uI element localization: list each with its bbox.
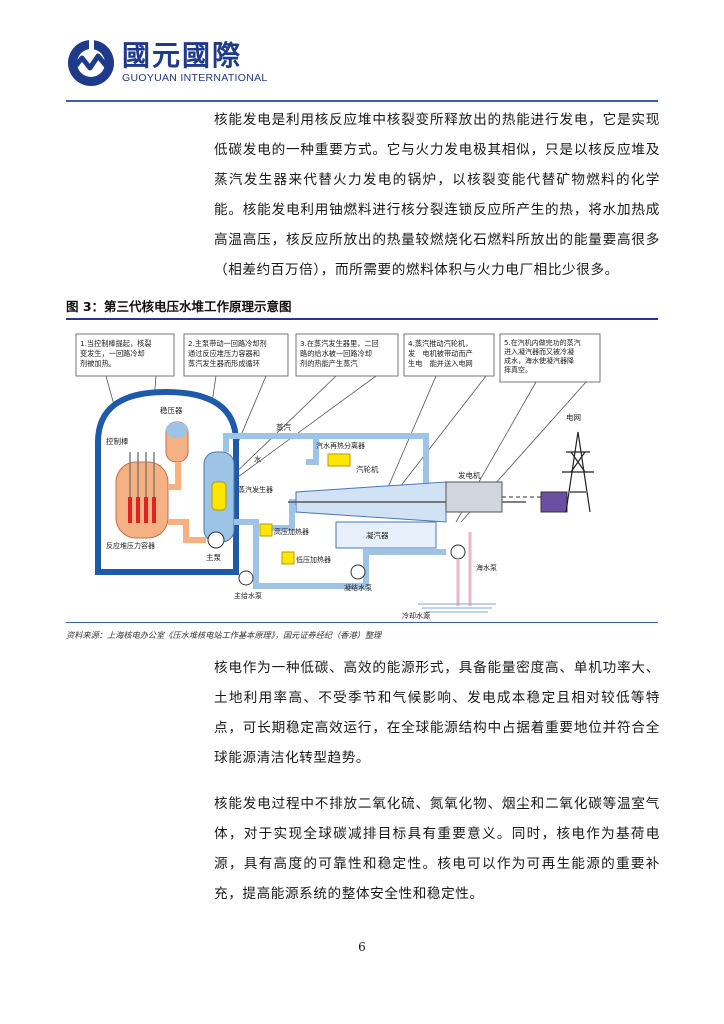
step-1-line-1: 1.当控制棒提起，核裂 xyxy=(80,339,152,348)
paragraph-advantages: 核电作为一种低碳、高效的能源形式，具备能量密度高、单机功率大、土地利用率高、不受… xyxy=(214,660,660,766)
page-header: 國元國際 GUOYUAN INTERNATIONAL xyxy=(0,0,724,104)
step-4-line-1: 4.蒸汽推动汽轮机， xyxy=(408,339,472,348)
feed-pump xyxy=(238,570,254,586)
step-5-line-1: 5.在汽机内做完功的蒸汽 xyxy=(504,338,581,347)
label-feed-pump: 主给水泵 xyxy=(234,591,262,600)
label-water: 水 xyxy=(254,454,262,464)
step-5-line-4: 摔真空。 xyxy=(504,365,532,374)
label-control-rod: 控制棒 xyxy=(106,436,129,446)
label-cond-pump: 凝结水泵 xyxy=(344,583,372,592)
label-generator: 发电机 xyxy=(458,470,481,480)
step-2-line-2: 通过反应堆压力容器和 xyxy=(188,349,260,358)
paragraph-emissions: 核能发电过程中不排放二氧化硫、氮氧化物、烟尘和二氧化碳等温室气体，对于实现全球碳… xyxy=(214,796,660,902)
label-vessel: 反应堆压力容器 xyxy=(106,541,155,550)
label-grid: 电网 xyxy=(566,412,581,422)
reactor-vessel xyxy=(115,461,169,539)
cooling-water-pipes xyxy=(456,532,472,606)
label-steam: 蒸汽 xyxy=(276,422,291,432)
transformer xyxy=(540,491,568,513)
seawater-pump xyxy=(450,544,466,560)
figure-title: 图 3：第三代核电压水堆工作原理示意图 xyxy=(66,299,292,314)
fuel-rods xyxy=(128,497,156,523)
control-rods xyxy=(129,452,155,497)
step-5-line-2: 进入凝汽器而又被冷凝 xyxy=(504,347,574,356)
page-number: 6 xyxy=(358,940,366,954)
step-box-5: 5.在汽机内做完功的蒸汽 进入凝汽器而又被冷凝 成水，海水使凝汽器降 摔真空。 xyxy=(499,333,601,383)
generator xyxy=(445,481,503,513)
label-steam-gen: 蒸汽发生器 xyxy=(238,485,273,494)
label-cooling-water: 冷却水源 xyxy=(402,611,430,620)
step-4-line-3: 生电 能并送入电网 xyxy=(408,359,473,368)
label-condenser: 凝汽器 xyxy=(366,530,389,540)
figure-source: 资料来源：上海核电办公室《压水堆核电站工作基本原理》，国元证券经纪（香港）整理 xyxy=(66,630,382,640)
step-box-2: 2.主泵带动一回路冷却剂 通过反应堆压力容器和 蒸汽发生器而形成循环 xyxy=(183,333,289,377)
guoyuan-logo-icon xyxy=(68,38,114,86)
label-pressurizer: 稳压器 xyxy=(160,405,183,415)
condensate-pump xyxy=(350,564,366,580)
step-2-line-1: 2.主泵带动一回路冷却剂 xyxy=(188,339,267,348)
header-divider xyxy=(66,100,658,102)
figure-top-rule xyxy=(66,318,658,320)
pwr-diagram: 1.当控制棒提起，核裂 变发生，一回路冷却 剂被加热。 2.主泵带动一回路冷却剂… xyxy=(75,333,601,620)
condenser xyxy=(335,521,437,549)
label-reheater: 汽水再热分离器 xyxy=(316,441,365,450)
lp-heater xyxy=(281,551,295,565)
step-3-line-1: 3.在蒸汽发生器里，二回 xyxy=(300,339,379,348)
logo-chinese-name: 國元國際 xyxy=(122,39,243,72)
logo-english-name: GUOYUAN INTERNATIONAL xyxy=(122,72,268,84)
step-4-line-2: 发 电机被带动而产 xyxy=(408,349,473,358)
label-seawater-pump: 海水泵 xyxy=(476,563,497,572)
label-turbine: 汽轮机 xyxy=(356,464,379,474)
step-box-4: 4.蒸汽推动汽轮机， 发 电机被带动而产 生电 能并送入电网 xyxy=(403,333,495,377)
step-1-line-2: 变发生，一回路冷却 xyxy=(80,349,145,358)
reheater xyxy=(327,453,351,467)
step-box-1: 1.当控制棒提起，核裂 变发生，一回路冷却 剂被加热。 xyxy=(75,333,175,377)
label-hp-heater: 高压加热器 xyxy=(274,527,309,536)
figure-bottom-rule xyxy=(66,622,658,623)
label-main-pump: 主泵 xyxy=(206,552,221,562)
step-1-line-3: 剂被加热。 xyxy=(80,359,116,368)
step-3-line-3: 剂的热能产生蒸汽 xyxy=(300,359,358,368)
grid-tower-icon xyxy=(562,431,594,513)
label-lp-heater: 低压加热器 xyxy=(296,555,331,564)
step-3-line-2: 路的给水被一回路冷却 xyxy=(300,349,372,358)
hp-heater xyxy=(259,523,273,537)
paragraph-intro: 核能发电是利用核反应堆中核裂变所释放出的热能进行发电，它是实现低碳发电的一种重要… xyxy=(214,112,660,278)
step-box-3: 3.在蒸汽发生器里，二回 路的给水被一回路冷却 剂的热能产生蒸汽 xyxy=(295,333,399,377)
main-pump xyxy=(207,531,225,549)
step-2-line-3: 蒸汽发生器而形成循环 xyxy=(188,359,260,368)
step-5-line-3: 成水，海水使凝汽器降 xyxy=(504,356,574,365)
cooling-water-source xyxy=(418,603,496,613)
